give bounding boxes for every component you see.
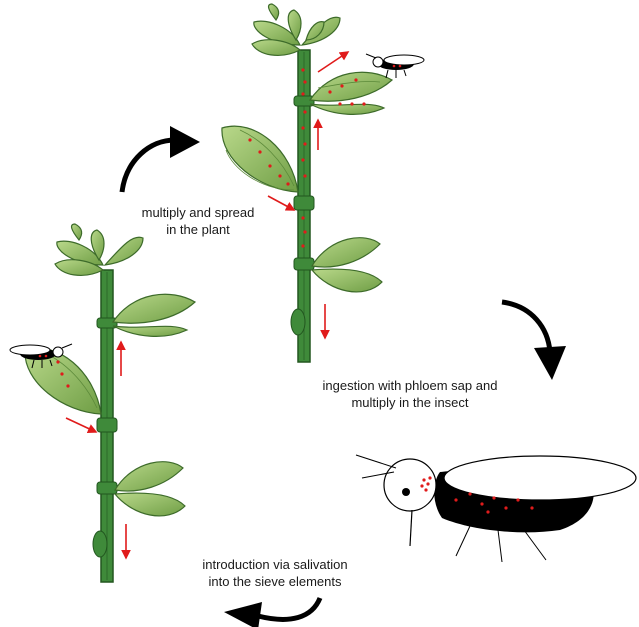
cycle-arrow-icon	[224, 598, 320, 627]
leaf-upper-right	[113, 294, 195, 336]
label-line: into the sieve elements	[175, 573, 375, 590]
label-line: ingestion with phloem sap and	[300, 377, 520, 394]
label-introduction: introduction via salivation into the sie…	[175, 556, 375, 590]
leaf-left-large	[222, 126, 298, 192]
label-line: in the plant	[118, 221, 278, 238]
label-multiply-spread: multiply and spread in the plant	[118, 204, 278, 238]
cycle-arrow-icon	[502, 302, 566, 380]
bud	[291, 309, 305, 335]
stem-node	[294, 258, 314, 270]
label-line: multiply and spread	[118, 204, 278, 221]
label-line: introduction via salivation	[175, 556, 375, 573]
leaf-lower-right	[115, 462, 185, 516]
plant-right	[222, 4, 424, 362]
plant-left	[10, 224, 195, 582]
label-ingestion: ingestion with phloem sap and multiply i…	[300, 377, 520, 411]
insect-icon	[356, 455, 636, 562]
leaf-upper-right	[310, 72, 392, 114]
leaf-lower-right	[312, 238, 382, 292]
cycle-arrow-icon	[122, 126, 200, 192]
label-line: multiply in the insect	[300, 394, 520, 411]
top-leaves	[252, 4, 340, 55]
stem-node	[294, 196, 314, 210]
